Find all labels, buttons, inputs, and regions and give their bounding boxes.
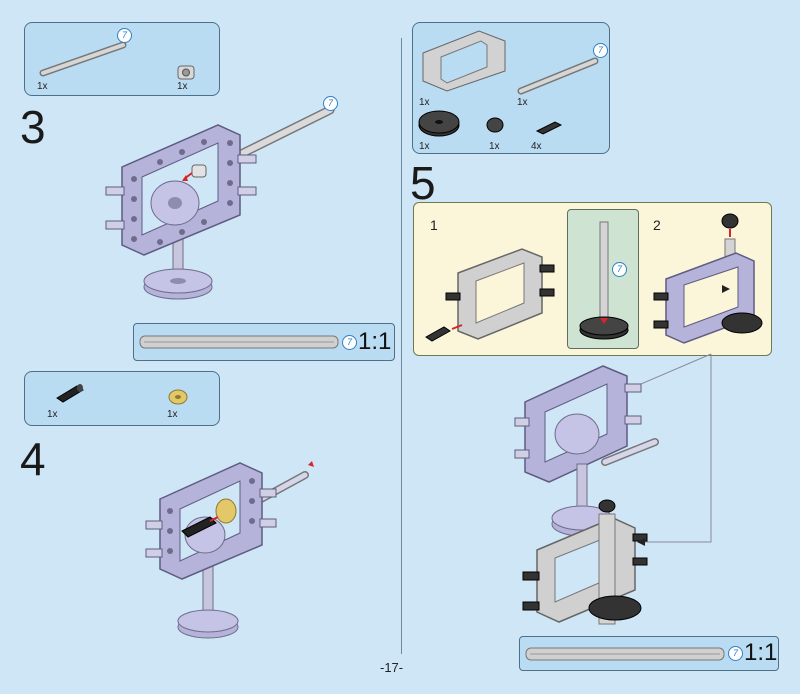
gear-icon bbox=[418, 110, 460, 137]
scale-label: 1:1 bbox=[744, 639, 778, 666]
sub1-frame bbox=[425, 248, 555, 342]
axle-length-marker: 7 bbox=[117, 28, 132, 43]
part-qty: 1x bbox=[37, 81, 48, 92]
scale-label: 1:1 bbox=[358, 328, 392, 355]
step3-model bbox=[105, 105, 335, 300]
part-qty: 1x bbox=[489, 141, 500, 152]
part-qty: 1x bbox=[419, 97, 430, 108]
connector-pin-icon bbox=[56, 384, 84, 403]
step-number: 4 bbox=[20, 433, 46, 485]
pin-icon bbox=[535, 121, 563, 135]
step4-parts-box: 1x 1x bbox=[24, 371, 220, 426]
part-qty: 4x bbox=[531, 141, 542, 152]
step5-parts-box: 7 1x 1x 1x 1x 4x bbox=[412, 22, 610, 154]
step5-model bbox=[514, 353, 712, 625]
sub-step-number: 1 bbox=[430, 217, 438, 233]
sub-assembly-callout: 1 2 7 bbox=[413, 202, 772, 356]
axle-length-marker: 7 bbox=[728, 646, 743, 661]
tan-gear-icon bbox=[168, 389, 188, 405]
part-qty: 1x bbox=[177, 81, 188, 92]
axle-icon bbox=[39, 41, 127, 77]
axle-length-marker: 7 bbox=[612, 262, 627, 277]
sub2-frame bbox=[653, 213, 763, 344]
axle-length-marker: 7 bbox=[323, 96, 338, 111]
part-qty: 1x bbox=[419, 141, 430, 152]
axle-scale-icon bbox=[139, 335, 339, 349]
step4-model bbox=[145, 461, 314, 639]
step3-parts-box: 7 1x 1x bbox=[24, 22, 220, 96]
part-qty: 1x bbox=[517, 97, 528, 108]
part-qty: 1x bbox=[47, 409, 58, 420]
axle-gear-inset: 7 bbox=[567, 209, 639, 349]
axle-with-gear-icon bbox=[579, 221, 629, 340]
step3-scale-box: 7 1:1 bbox=[133, 323, 395, 361]
part-qty: 1x bbox=[167, 409, 178, 420]
step5-scale-box: 7 1:1 bbox=[519, 636, 779, 671]
axle-scale-icon bbox=[525, 647, 725, 661]
gear-icon bbox=[486, 117, 504, 133]
sub-step-number: 2 bbox=[653, 217, 661, 233]
step-number: 3 bbox=[20, 101, 46, 153]
axle-icon bbox=[517, 57, 599, 95]
column-divider bbox=[401, 38, 402, 654]
page-number: -17- bbox=[380, 660, 404, 675]
step-number: 5 bbox=[410, 157, 436, 209]
frame-icon bbox=[422, 30, 506, 92]
axle-length-marker: 7 bbox=[342, 335, 357, 350]
axle-length-marker: 7 bbox=[593, 43, 608, 58]
bush-icon bbox=[177, 65, 195, 80]
